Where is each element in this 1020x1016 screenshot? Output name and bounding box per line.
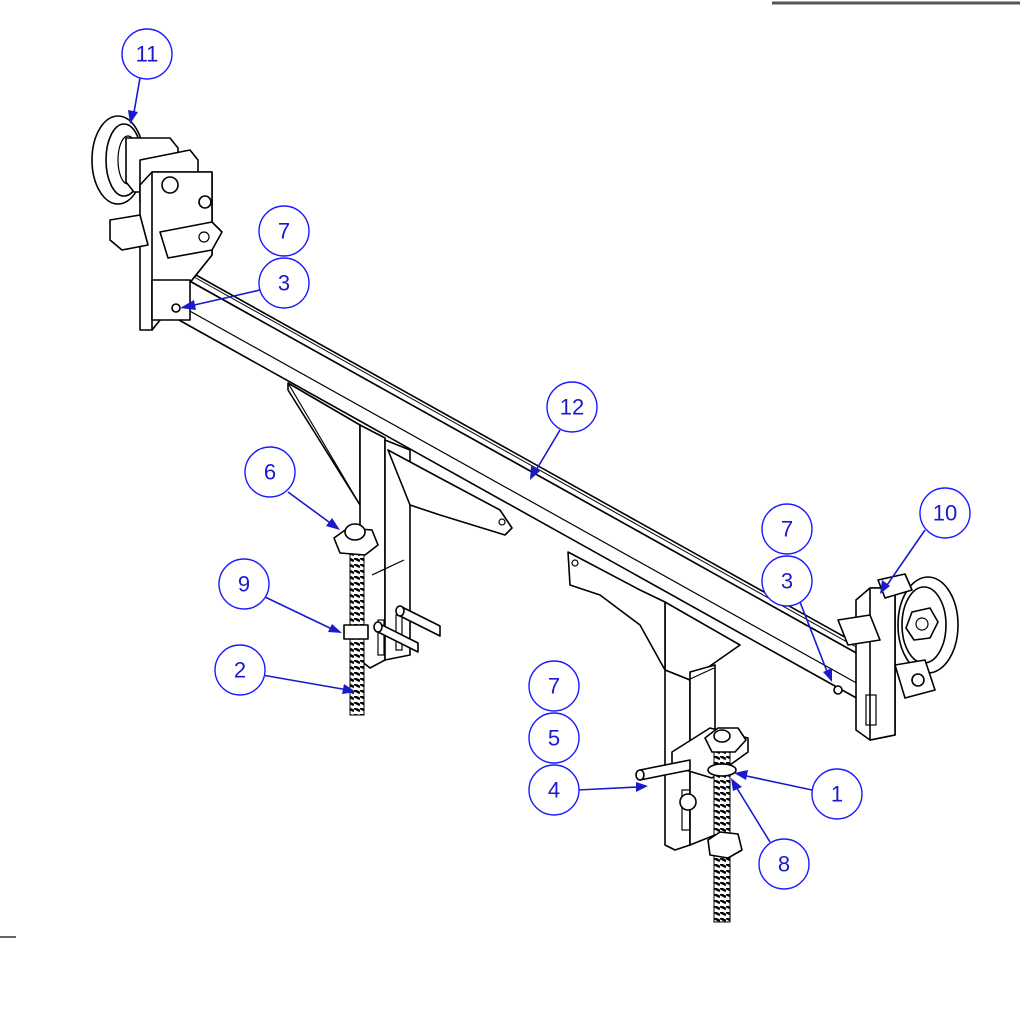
right-end-bracket bbox=[833, 587, 896, 741]
leader-8 bbox=[734, 784, 771, 843]
leader-3-left bbox=[189, 289, 261, 307]
callout-label-11: 11 bbox=[136, 42, 159, 67]
callout-label-5: 5 bbox=[548, 726, 560, 751]
left-threaded-rod bbox=[333, 523, 379, 716]
leader-2 bbox=[261, 674, 349, 691]
callout-leaders bbox=[128, 77, 926, 843]
callout-label-2: 2 bbox=[234, 658, 246, 683]
right-pin bbox=[635, 759, 691, 781]
callout-label-3-right: 3 bbox=[781, 569, 793, 594]
callout-label-1: 1 bbox=[831, 782, 843, 807]
callout-balloons: 11 7 3 12 6 9 2 7 bbox=[121, 28, 971, 890]
callout-3-left: 3 bbox=[258, 257, 310, 309]
callout-7-right: 7 bbox=[761, 503, 813, 555]
callout-label-7-top: 7 bbox=[278, 219, 290, 244]
right-threaded-rod bbox=[704, 727, 747, 923]
callout-12: 12 bbox=[546, 381, 598, 433]
leader-9 bbox=[264, 596, 335, 631]
callout-label-8: 8 bbox=[778, 852, 790, 877]
callout-4: 4 bbox=[528, 764, 580, 816]
callout-label-4: 4 bbox=[548, 778, 560, 803]
callout-2: 2 bbox=[214, 644, 266, 696]
callout-9: 9 bbox=[218, 558, 270, 610]
callout-label-3-left: 3 bbox=[278, 271, 290, 296]
callout-1: 1 bbox=[811, 768, 863, 820]
leader-12 bbox=[534, 429, 561, 473]
right-wheel-assembly bbox=[877, 573, 959, 699]
left-pins bbox=[373, 605, 441, 653]
callout-5: 5 bbox=[528, 712, 580, 764]
callout-3-right: 3 bbox=[761, 555, 813, 607]
leader-6 bbox=[287, 491, 334, 526]
callout-8: 8 bbox=[758, 838, 810, 890]
callout-7-top: 7 bbox=[258, 205, 310, 257]
leader-4 bbox=[577, 786, 639, 791]
callout-6: 6 bbox=[244, 446, 296, 498]
callout-label-7-right: 7 bbox=[781, 517, 793, 542]
callout-label-12: 12 bbox=[560, 395, 584, 420]
left-end-bracket bbox=[109, 171, 223, 331]
callout-7-bottom: 7 bbox=[528, 660, 580, 712]
callout-label-6: 6 bbox=[264, 460, 276, 485]
leader-1 bbox=[741, 774, 813, 791]
leader-3-right bbox=[799, 601, 829, 675]
callout-11: 11 bbox=[121, 28, 173, 80]
callout-label-9: 9 bbox=[238, 572, 250, 597]
callout-10: 10 bbox=[919, 487, 971, 539]
leader-10 bbox=[884, 529, 926, 589]
callout-label-7-bottom: 7 bbox=[548, 674, 560, 699]
callout-label-10: 10 bbox=[933, 501, 957, 526]
